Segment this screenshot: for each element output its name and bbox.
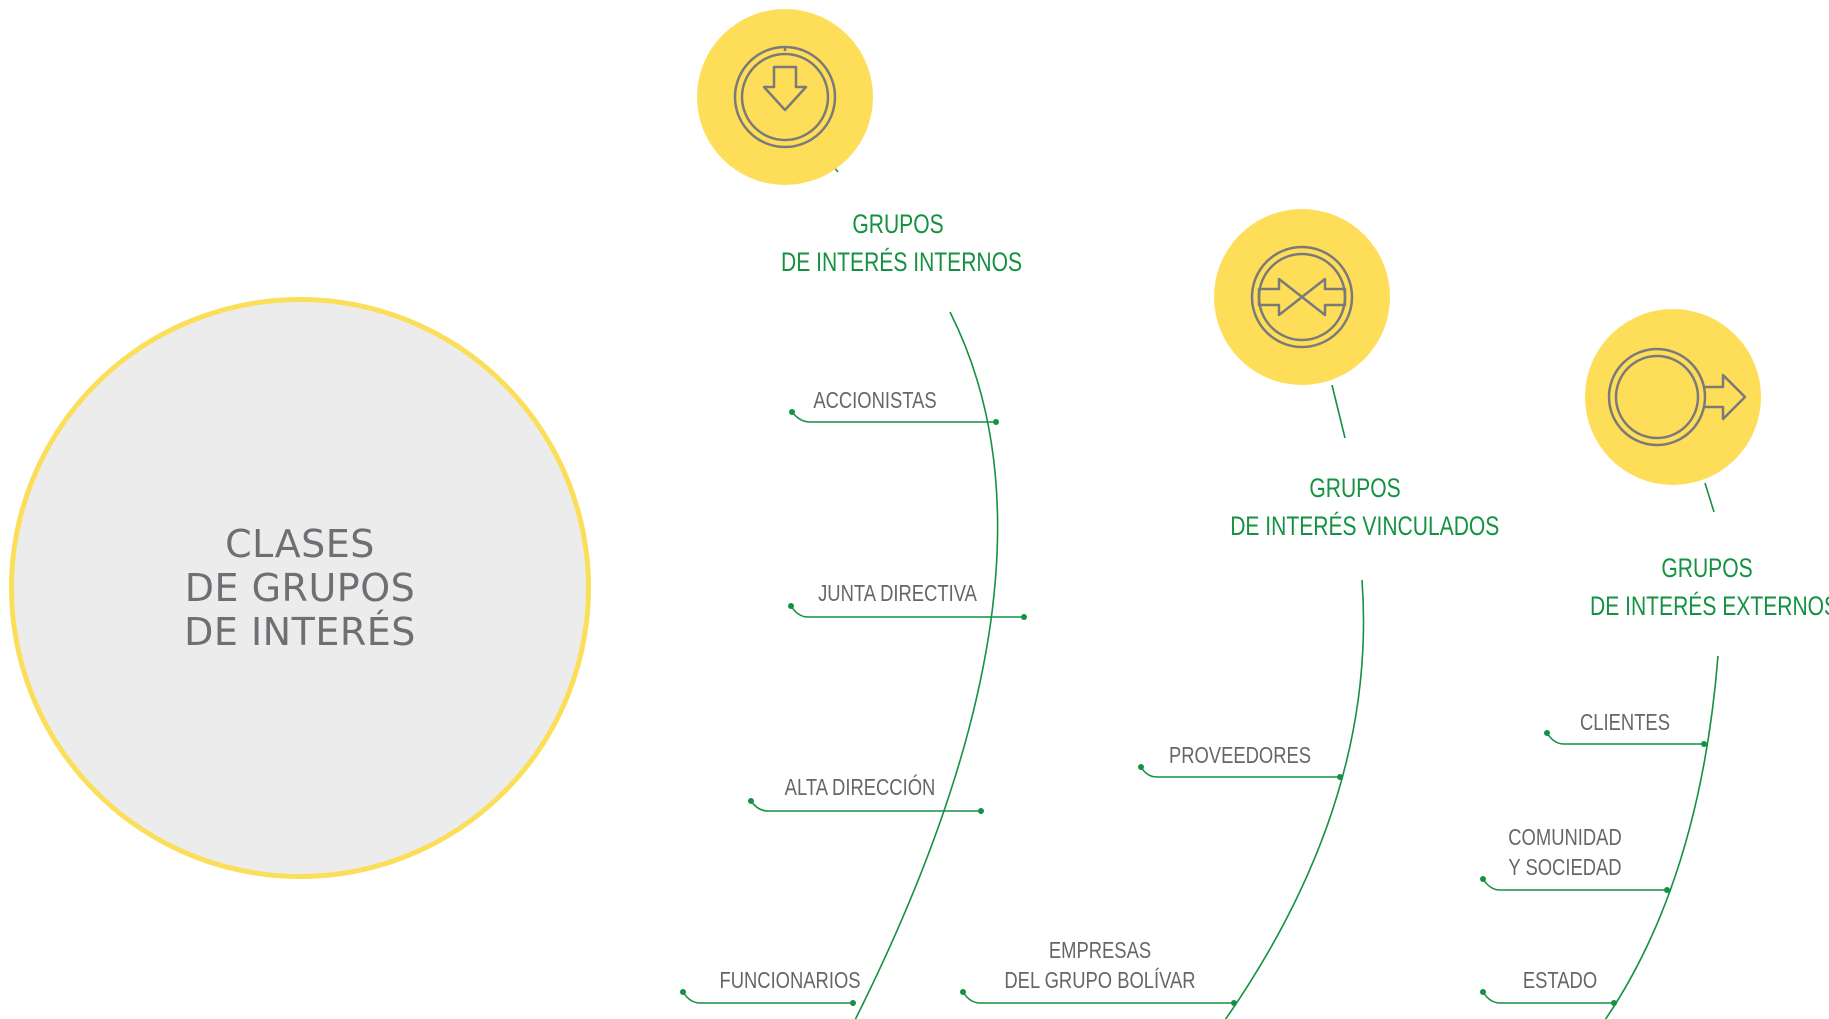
item-label: CLIENTES [1580,709,1670,735]
connector-dot [960,989,966,995]
item-label: ACCIONISTAS [813,387,937,413]
externos-arc [1604,655,1719,1019]
converging-arrows-circle-icon [1214,209,1390,385]
item-clientes: CLIENTES [1573,707,1677,737]
group-title-line: DE INTERÉS EXTERNOS [1590,591,1829,621]
main-title: CLASES DE GRUPOS DE INTERÉS [184,522,416,654]
item-label: PROVEEDORES [1168,742,1312,768]
connector-dot [788,603,794,609]
connector-dot [993,419,999,425]
connector-dot [1701,741,1707,747]
item-label: JUNTA DIRECTIVA [818,580,977,606]
item-empresas-grupo-bolivar: EMPRESAS DEL GRUPO BOLÍVAR [1004,935,1196,995]
internos-arc [854,311,999,1019]
item-funcionarios: FUNCIONARIOS [710,965,870,995]
group-title-line: DE INTERÉS INTERNOS [781,247,1023,277]
connector-dot [1480,876,1486,882]
main-title-line: DE GRUPOS [184,566,416,610]
connector-dot [680,989,686,995]
connector-dot [1480,989,1486,995]
item-junta-directiva: JUNTA DIRECTIVA [800,578,996,608]
connector-dot [1138,764,1144,770]
vinculados-arc [1224,579,1365,1019]
connector-dot [978,808,984,814]
main-title-line: CLASES [225,522,375,566]
item-label: ESTADO [1522,967,1598,993]
group-title-internos: GRUPOS DE INTERÉS INTERNOS [781,205,1023,281]
group-title-line: GRUPOS [1661,553,1753,583]
connector-dot [1337,774,1343,780]
item-comunidad-y-sociedad: COMUNIDAD Y SOCIEDAD [1497,822,1633,882]
item-proveedores: PROVEEDORES [1160,740,1320,770]
externos-stub [1704,482,1715,513]
connector-dot [1611,1000,1617,1006]
item-label: DEL GRUPO BOLÍVAR [1004,967,1196,993]
connector-dot [789,409,795,415]
item-label: COMUNIDAD [1508,824,1622,850]
vinculados-stub [1331,384,1346,439]
connector-dot [1021,614,1027,620]
main-circle: CLASES DE GRUPOS DE INTERÉS [9,297,591,879]
connector-dot [1664,887,1670,893]
connector-dot [850,1000,856,1006]
item-estado: ESTADO [1512,965,1608,995]
connector-dot [1231,1000,1237,1006]
item-alta-direccion: ALTA DIRECCIÓN [764,772,956,802]
item-accionistas: ACCIONISTAS [795,385,955,415]
group-title-externos: GRUPOS DE INTERÉS EXTERNOS [1590,549,1829,625]
group-title-line: DE INTERÉS VINCULADOS [1230,511,1500,541]
group-title-line: GRUPOS [1309,473,1401,503]
item-label: ALTA DIRECCIÓN [784,774,936,800]
main-title-line: DE INTERÉS [184,610,416,654]
group-title-vinculados: GRUPOS DE INTERÉS VINCULADOS [1230,469,1500,545]
item-label: Y SOCIEDAD [1508,854,1622,880]
group-title-line: GRUPOS [852,209,944,239]
connector-dot [748,798,754,804]
connector-dot [1544,730,1550,736]
arrow-out-circle-icon [1585,309,1761,485]
item-label: EMPRESAS [1048,937,1152,963]
arrow-down-circle-icon [697,9,873,185]
item-label: FUNCIONARIOS [719,967,861,993]
